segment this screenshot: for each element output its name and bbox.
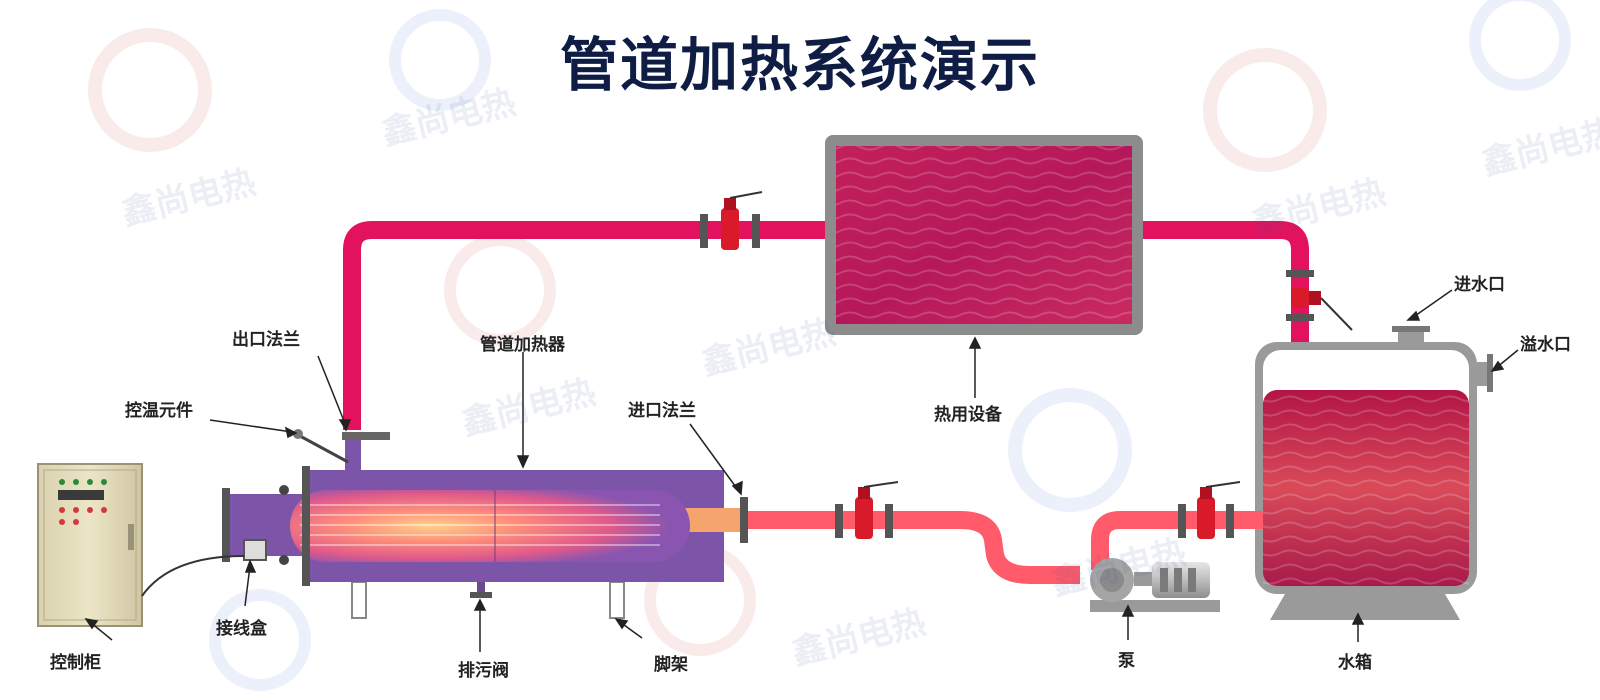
page-title: 管道加热系统演示: [559, 31, 1040, 99]
label-inlet-flange: 进口法兰: [628, 401, 696, 421]
label-water-inlet: 进水口: [1454, 275, 1505, 295]
water-tank: [1255, 326, 1493, 620]
inlet-pipe-valve: [835, 481, 899, 539]
label-control-cabinet: 控制柜: [50, 653, 101, 673]
label-support-stand: 脚架: [654, 655, 688, 675]
control-cabinet: [37, 463, 245, 627]
label-pump: 泵: [1118, 651, 1135, 671]
hot-pipe-loop: [343, 221, 1309, 430]
label-overflow: 溢水口: [1520, 335, 1571, 355]
heat-equipment-tank: [825, 135, 1143, 335]
label-drain-valve: 排污阀: [458, 661, 509, 681]
top-pipe-valve: [700, 191, 763, 250]
pump-unit: [1090, 558, 1220, 612]
label-heat-equipment: 热用设备: [934, 405, 1002, 425]
return-pipe-valve: [1286, 270, 1353, 331]
pipe-heater: [222, 429, 748, 619]
label-pipe-heater: 管道加热器: [480, 335, 565, 355]
label-outlet-flange: 出口法兰: [232, 330, 300, 350]
label-water-tank: 水箱: [1338, 653, 1372, 673]
leader-lines: [84, 289, 1519, 652]
tank-outlet-valve: [1178, 481, 1241, 539]
label-temp-element: 控温元件: [125, 401, 193, 421]
label-junction-box: 接线盒: [216, 619, 267, 639]
warm-return-pipe: [740, 511, 1263, 584]
